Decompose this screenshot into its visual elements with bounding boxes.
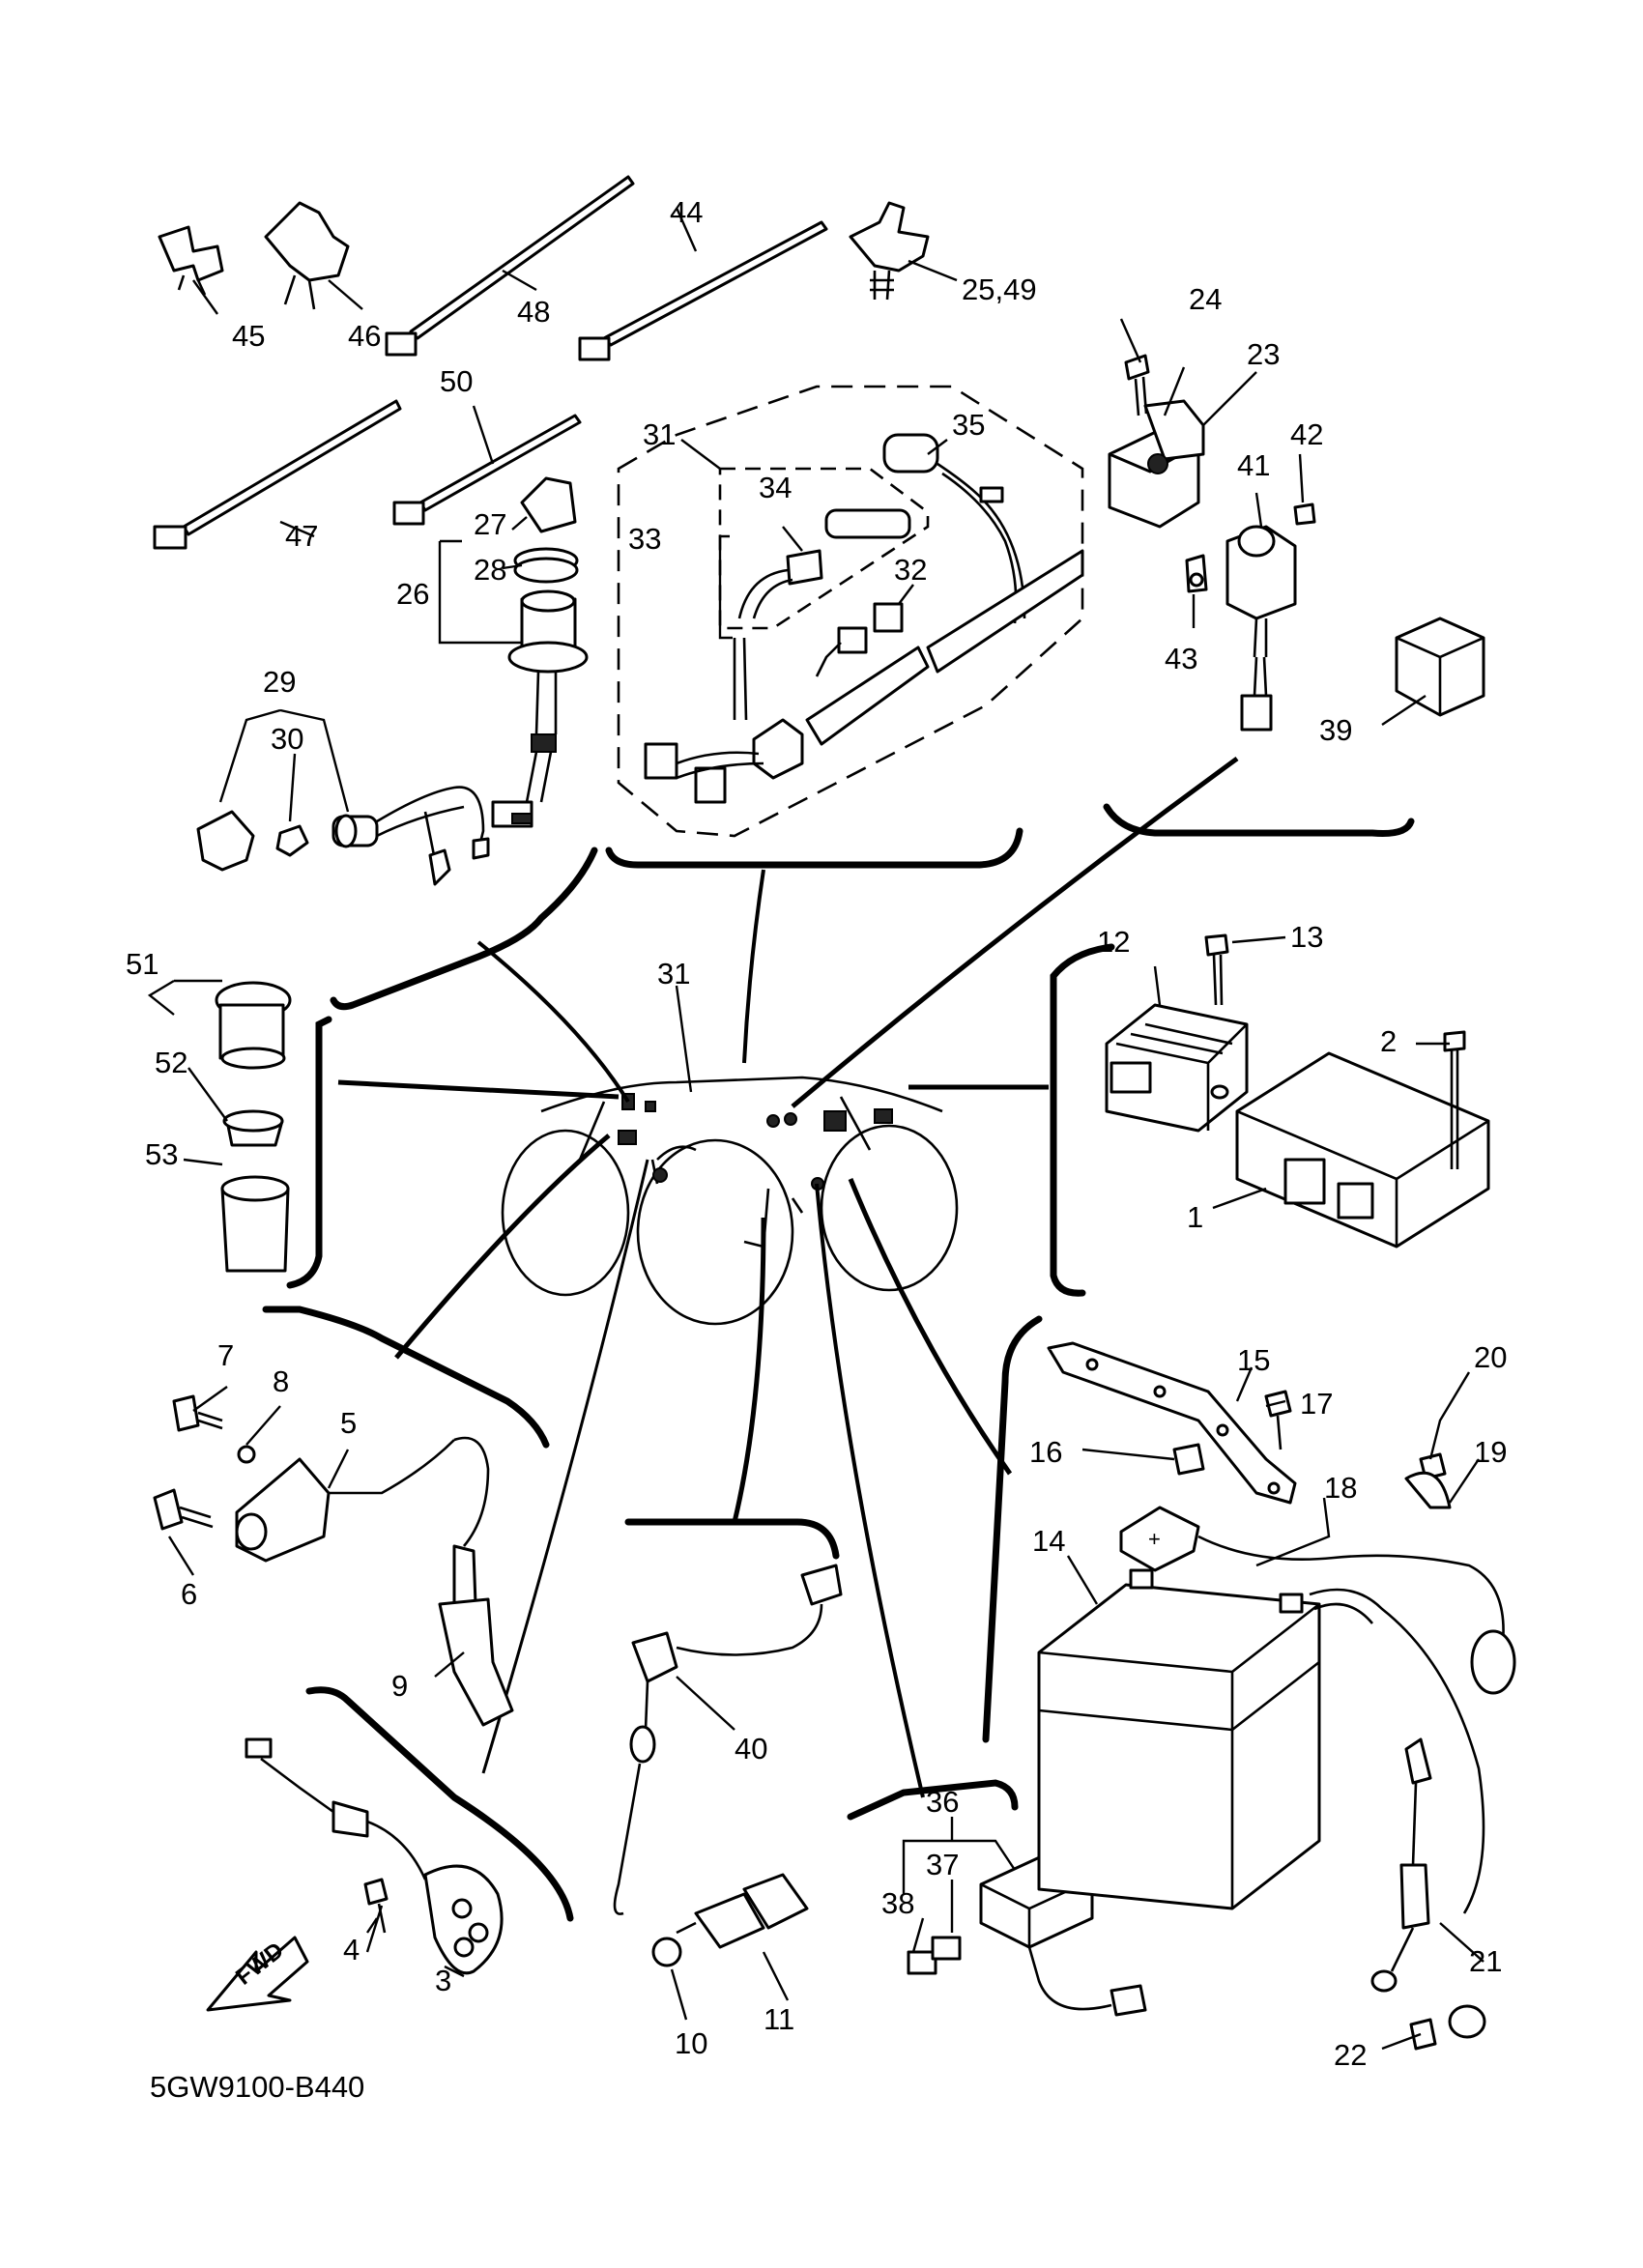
callout-31-vehicle: 31 — [657, 957, 690, 990]
callout-39: 39 — [1319, 713, 1352, 747]
callout-1: 1 — [1187, 1200, 1203, 1234]
module-39 — [1395, 617, 1485, 717]
wire-harness-detail — [617, 385, 1084, 838]
callout-40: 40 — [735, 1732, 767, 1766]
callout-32: 32 — [894, 553, 927, 587]
callout-47: 47 — [285, 519, 318, 553]
sensor-40 — [613, 1564, 843, 1915]
cable-21 — [1309, 1588, 1486, 2051]
callout-9: 9 — [391, 1669, 408, 1703]
callout-31-harness: 31 — [643, 417, 676, 451]
callout-23: 23 — [1247, 337, 1280, 371]
cable-tie-47 — [153, 399, 402, 550]
clip-25-49 — [849, 201, 930, 301]
callout-19: 19 — [1474, 1435, 1507, 1469]
callout-22: 22 — [1334, 2038, 1367, 2072]
relay-41 — [1185, 502, 1316, 732]
callout-16: 16 — [1029, 1435, 1062, 1469]
callout-15: 15 — [1237, 1343, 1270, 1377]
callout-21: 21 — [1469, 1944, 1502, 1978]
callout-6: 6 — [181, 1577, 197, 1611]
callout-46: 46 — [348, 319, 381, 353]
callout-25-49: 25,49 — [962, 273, 1037, 306]
callout-51: 51 — [126, 947, 159, 981]
callout-43: 43 — [1165, 642, 1197, 675]
callout-35: 35 — [952, 408, 985, 442]
fwd-arrow-icon: FWD — [206, 1936, 309, 2012]
cable-tie-44 — [578, 220, 828, 361]
callout-10: 10 — [675, 2026, 707, 2060]
callout-37: 37 — [926, 1848, 959, 1881]
callout-labels: 45 46 48 44 25,49 47 50 27 28 26 29 30 3… — [126, 195, 1507, 2072]
callout-45: 45 — [232, 319, 265, 353]
callout-53: 53 — [145, 1137, 178, 1171]
starter-relay-23 — [1108, 354, 1205, 529]
clip-46 — [264, 201, 350, 310]
main-switch-26 — [491, 476, 589, 828]
callout-36: 36 — [926, 1785, 959, 1819]
callout-26: 26 — [396, 577, 429, 611]
cdi-unit-1 — [1235, 1030, 1490, 1249]
callout-50: 50 — [440, 364, 473, 398]
callout-30: 30 — [271, 722, 303, 756]
diagram-code: 5GW9100-B440 — [150, 2070, 364, 2104]
callout-3: 3 — [435, 1964, 451, 1997]
callout-28: 28 — [474, 553, 506, 587]
callout-34: 34 — [759, 471, 792, 504]
callout-48: 48 — [517, 295, 550, 329]
callout-29: 29 — [263, 665, 296, 699]
callout-7: 7 — [217, 1338, 234, 1372]
switch-11 — [651, 1873, 809, 1967]
callout-4: 4 — [343, 1933, 360, 1967]
callout-42: 42 — [1290, 417, 1323, 451]
clip-45 — [158, 225, 224, 296]
battery-14 — [1037, 1568, 1321, 1910]
callout-17: 17 — [1300, 1387, 1333, 1421]
callout-33: 33 — [628, 522, 661, 556]
cap-51-52-53 — [215, 981, 292, 1273]
callout-41: 41 — [1237, 448, 1270, 482]
cable-tie-48 — [385, 175, 635, 357]
rectifier-12 — [1105, 933, 1249, 1133]
ignition-coil-5 — [153, 1394, 514, 1727]
callout-leaders — [147, 207, 1484, 2051]
callout-44: 44 — [670, 195, 703, 229]
clamp-19-20 — [1404, 1452, 1452, 1509]
connector-lines — [337, 756, 1239, 1798]
callout-14: 14 — [1032, 1524, 1065, 1558]
vehicle-outline — [501, 1076, 959, 1326]
socket-29-30 — [196, 786, 490, 886]
plus-symbol: + — [1148, 1527, 1161, 1551]
callout-38: 38 — [881, 1886, 914, 1920]
callout-52: 52 — [155, 1046, 187, 1079]
sensor-3 — [245, 1737, 504, 1975]
callout-12: 12 — [1097, 925, 1130, 959]
callout-8: 8 — [273, 1364, 289, 1398]
callout-13: 13 — [1290, 920, 1323, 954]
callout-2: 2 — [1380, 1024, 1397, 1058]
bracket-15 — [1047, 1341, 1297, 1505]
callout-5: 5 — [340, 1406, 357, 1440]
callout-20: 20 — [1474, 1340, 1507, 1374]
callout-24: 24 — [1189, 282, 1222, 316]
callout-18: 18 — [1324, 1471, 1357, 1505]
callout-27: 27 — [474, 507, 506, 541]
cable-tie-50 — [392, 414, 582, 526]
group-outlines — [262, 803, 1415, 1922]
cable-18: + — [1119, 1506, 1516, 1695]
callout-11: 11 — [764, 2002, 794, 2036]
